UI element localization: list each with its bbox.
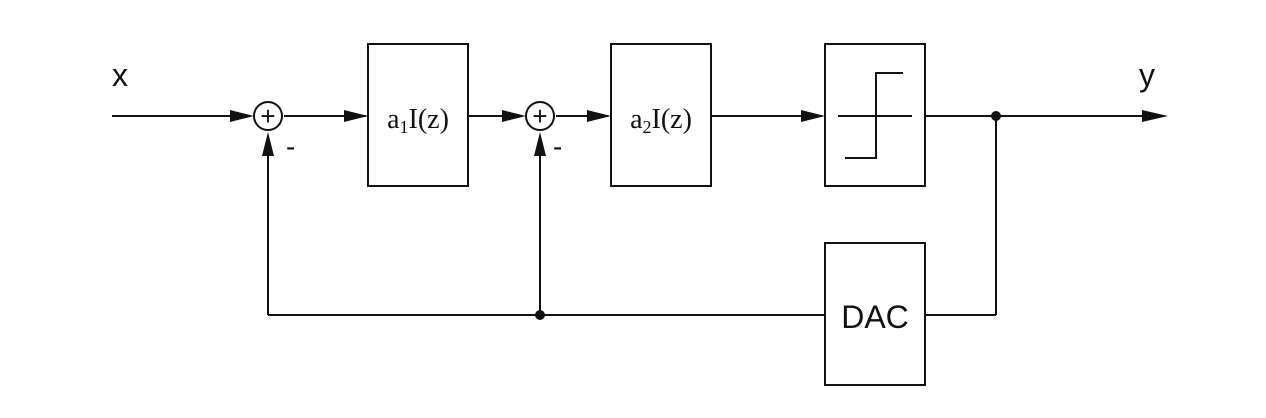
summing-circle [253, 101, 283, 131]
integrator-label: a2I(z) [630, 104, 692, 137]
dac-block: DAC [824, 242, 926, 386]
output-signal-label: y [1139, 57, 1155, 93]
arrow-into-sum2 [502, 110, 526, 122]
arrow-output [1142, 110, 1168, 122]
summing-junction-2: + [525, 101, 555, 131]
feedback-minus-sign-2: - [553, 131, 562, 162]
integrator-label: a1I(z) [387, 104, 449, 137]
transfer-function: I(z) [409, 104, 449, 135]
transfer-function: I(z) [652, 104, 692, 135]
block-outline [610, 43, 712, 187]
block-outline [824, 242, 926, 386]
integrator-block-2: a2I(z) [610, 43, 712, 187]
quantizer-block [824, 43, 926, 187]
coefficient-subscript: 1 [400, 117, 409, 137]
junction-dot-feedback [535, 310, 545, 320]
step-function-icon [845, 72, 903, 159]
arrow-into-sum1 [230, 110, 254, 122]
feedback-minus-sign-1: - [286, 131, 295, 162]
coefficient-subscript: 2 [643, 117, 652, 137]
arrow-into-integrator1 [344, 110, 368, 122]
arrow-into-integrator2 [587, 110, 611, 122]
arrow-into-quantizer [801, 110, 825, 122]
summing-junction-1: + [253, 101, 283, 131]
coefficient: a [630, 104, 643, 135]
summing-plus-sign: + [260, 101, 275, 131]
junction-dot-output [991, 111, 1001, 121]
integrator-block-1: a1I(z) [367, 43, 469, 187]
coefficient: a [387, 104, 400, 135]
summing-circle [525, 101, 555, 131]
input-signal-label: x [112, 57, 128, 93]
arrow-feedback-into-sum2 [534, 132, 546, 156]
dac-label: DAC [841, 299, 909, 335]
arrow-feedback-into-sum1 [262, 132, 274, 156]
summing-plus-sign: + [532, 101, 547, 131]
block-outline [367, 43, 469, 187]
